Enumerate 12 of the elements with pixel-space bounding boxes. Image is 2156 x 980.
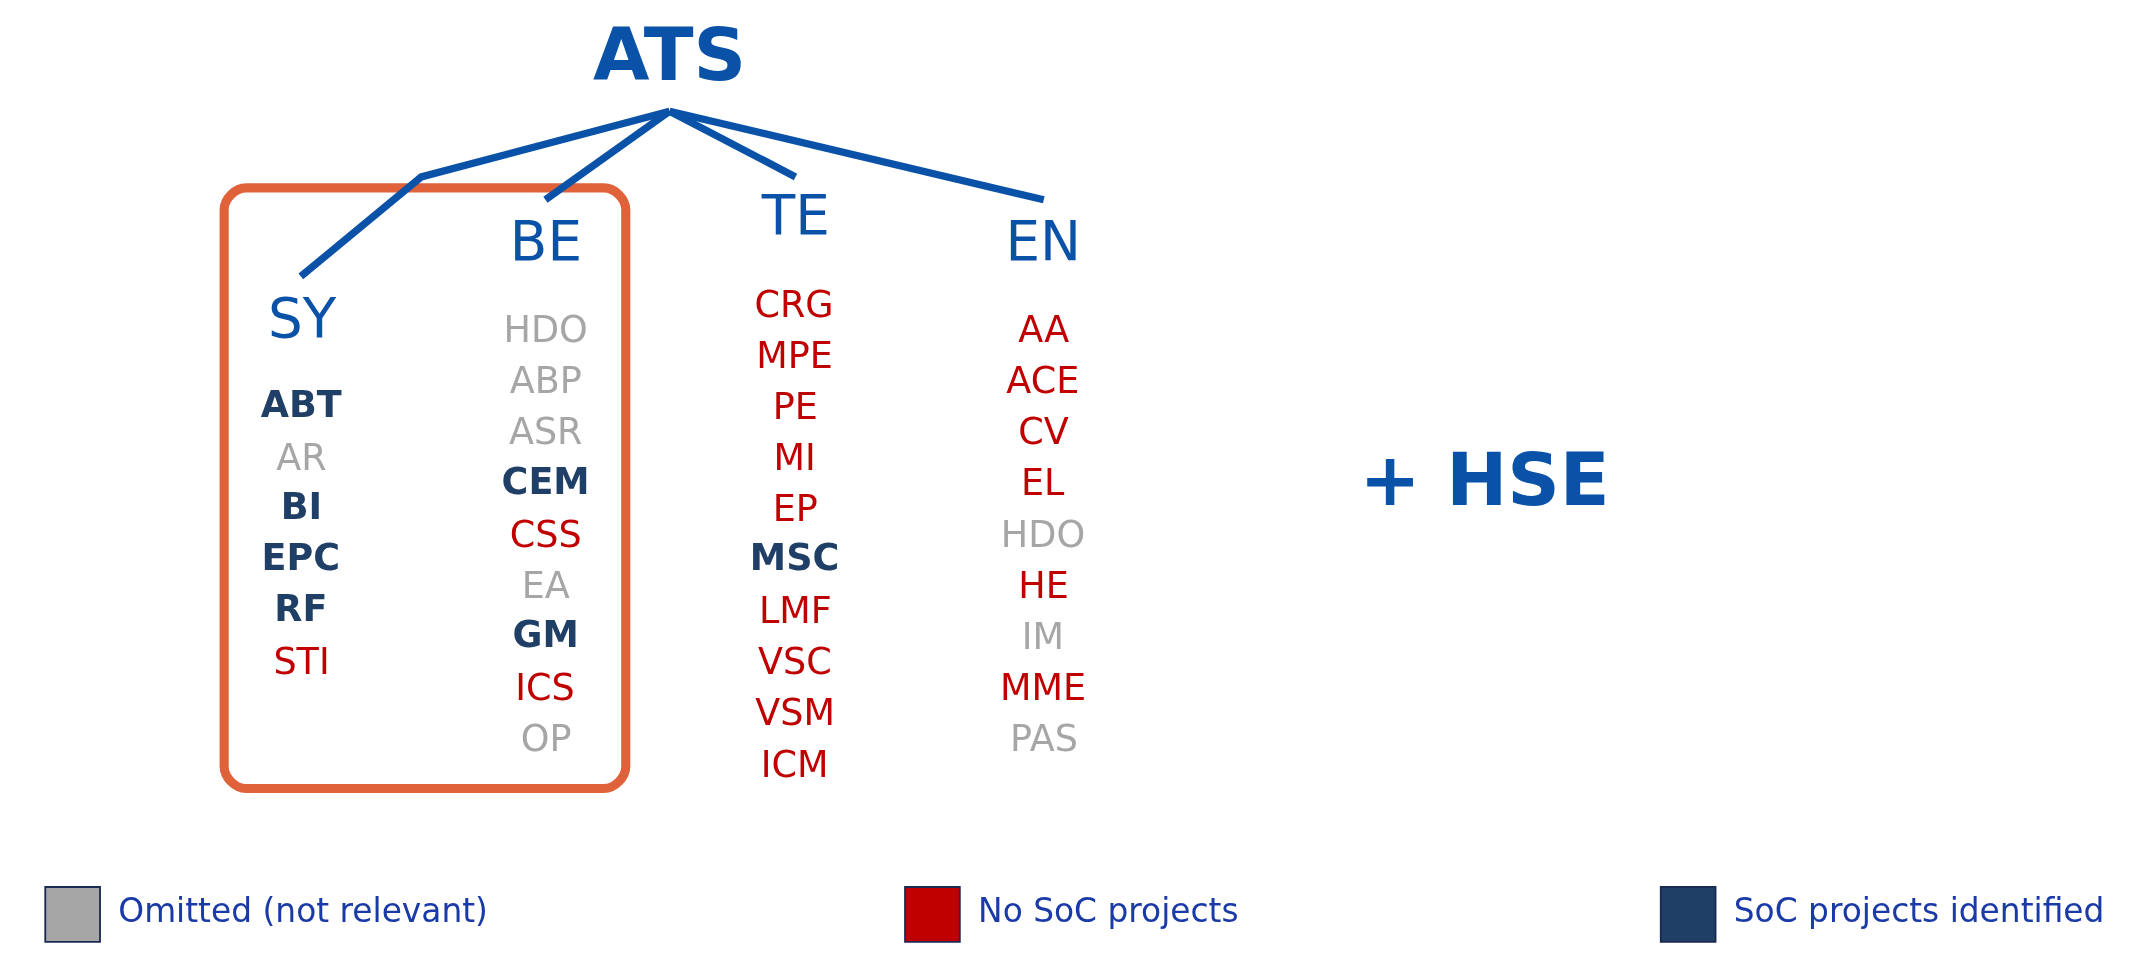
connector xyxy=(668,107,1045,204)
node-text: BE HDO ABP ASR CEM CSS EA GM ICS OP xyxy=(501,209,590,761)
node-text: ATS xyxy=(592,12,747,98)
node-text: EN AA ACE CV EL HDO HE IM MME PAS xyxy=(999,209,1087,761)
connector xyxy=(298,107,671,280)
legend-label: No SoC projects xyxy=(978,892,1239,931)
node-text: TE CRG MPE PE MI EP MSC LMF VSC VSM ICM xyxy=(749,183,840,786)
label: + HSE xyxy=(1359,436,1610,522)
cluster xyxy=(219,183,631,794)
legend-label: Omitted (not relevant) xyxy=(118,892,488,931)
legend-label: SoC projects identified xyxy=(1733,892,2105,931)
node-text: SY ABT AR BI EPC RF STI xyxy=(260,285,342,684)
